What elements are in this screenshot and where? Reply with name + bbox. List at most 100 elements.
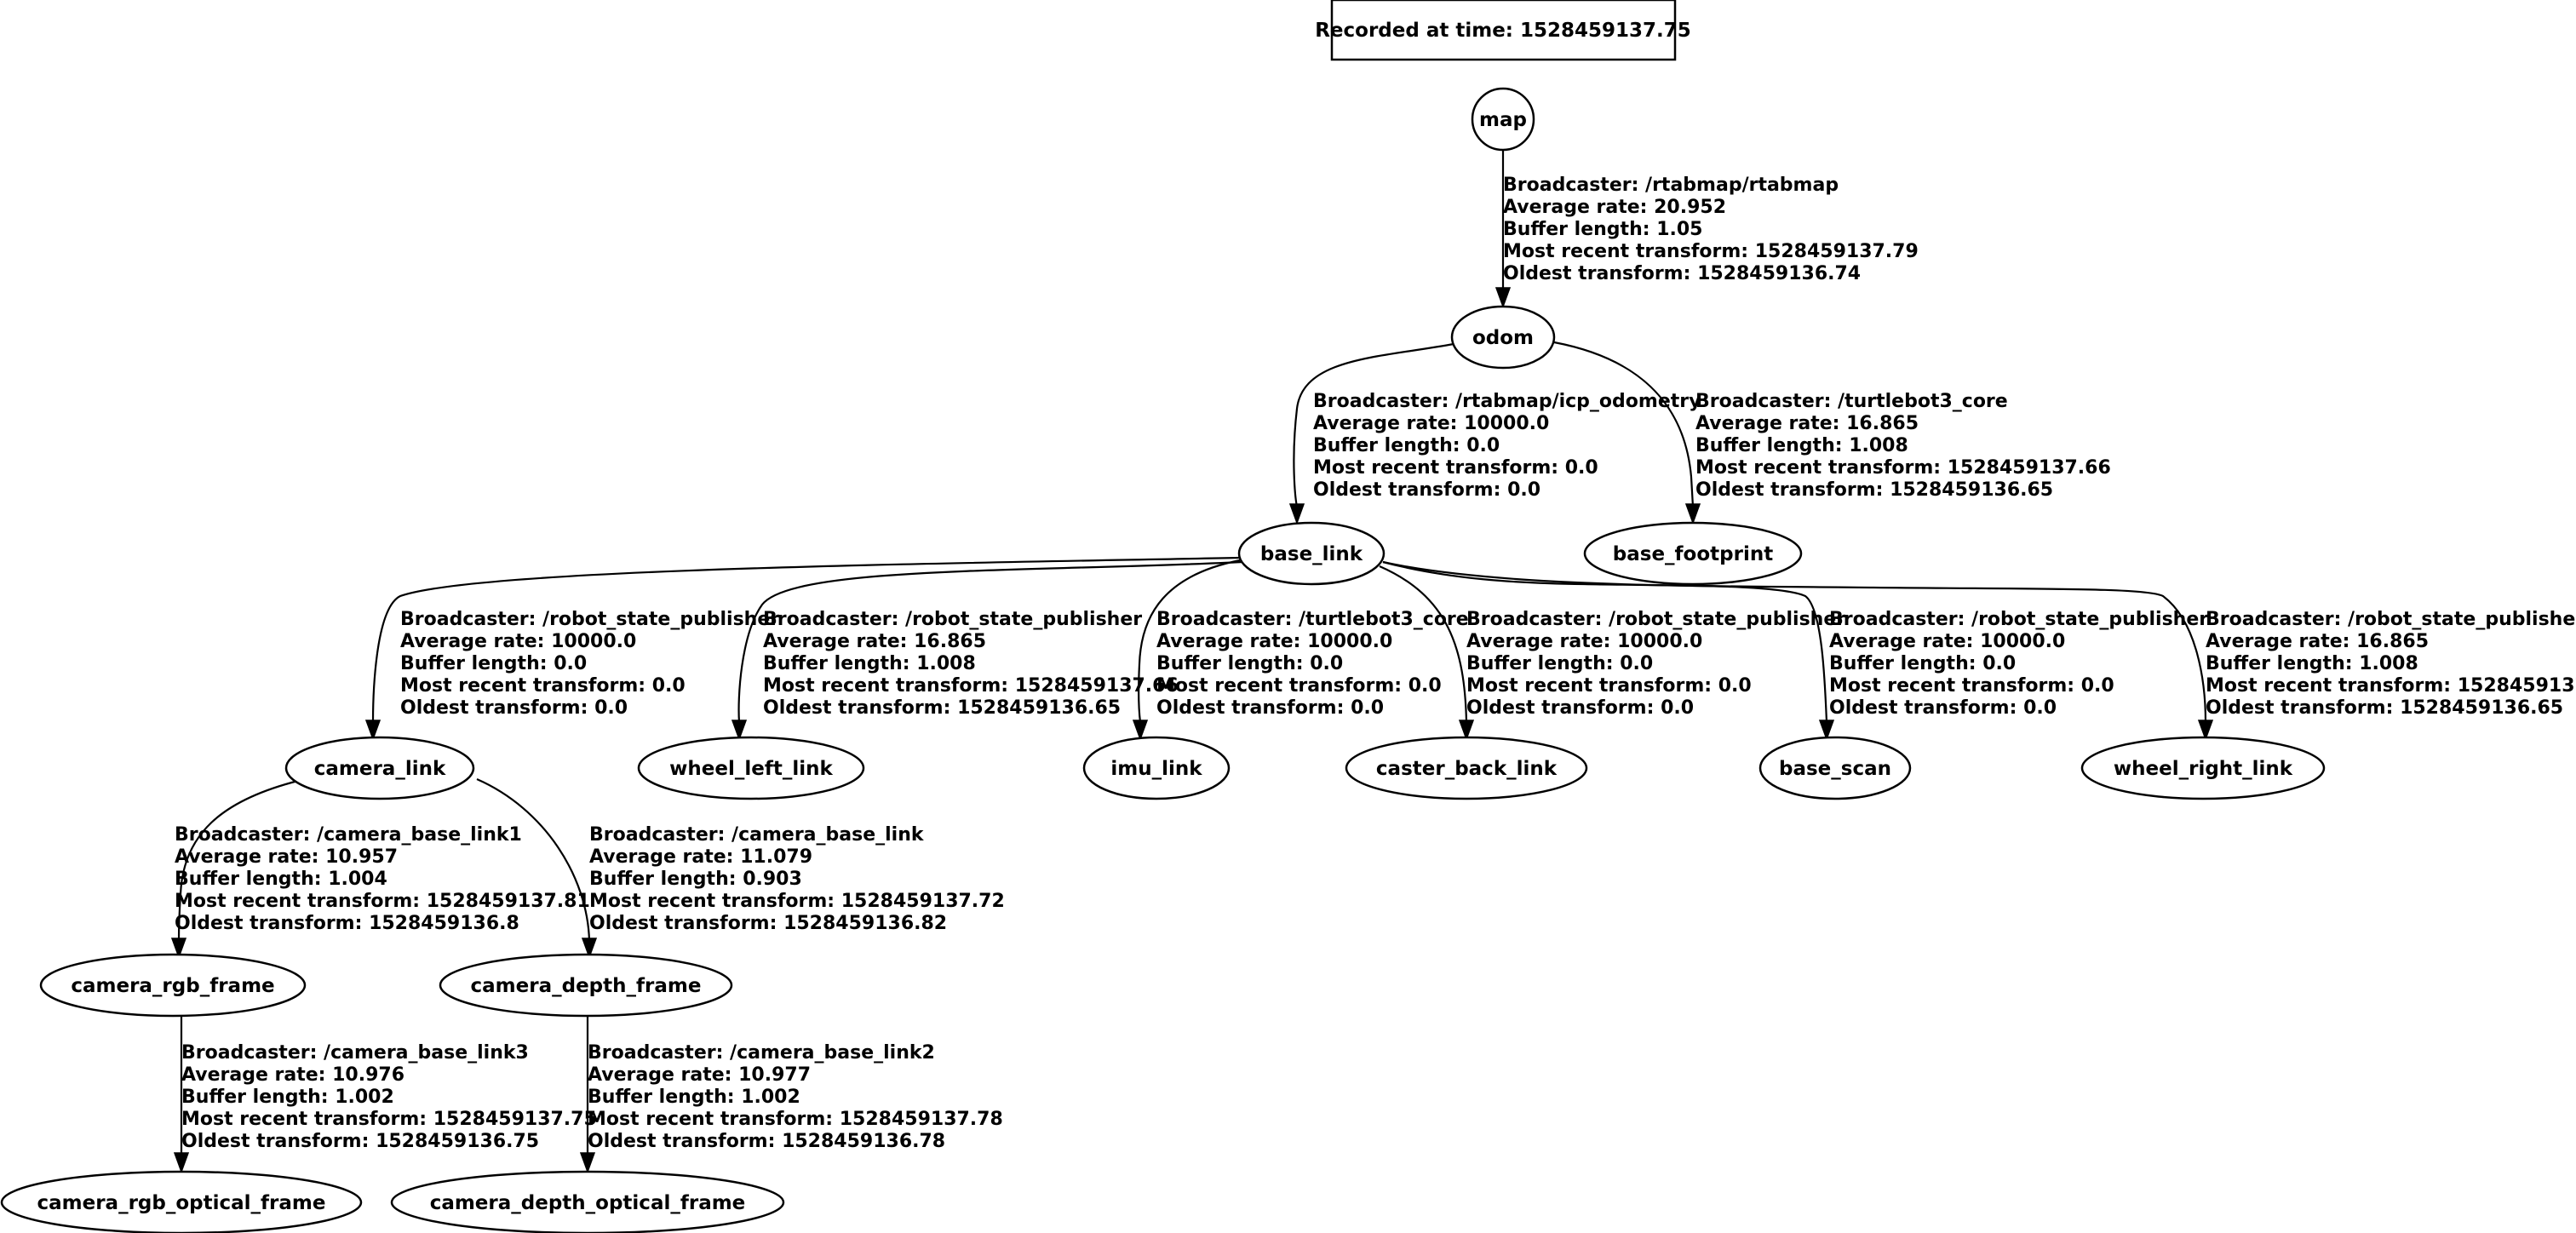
node-shape (1758, 736, 1912, 800)
edge-label-line: Buffer length: 1.008 (1695, 435, 1908, 456)
arrowhead-icon (1818, 720, 1835, 742)
node-label: wheel_left_link (669, 758, 833, 780)
edge-label-line: Broadcaster: /turtlebot3_core (1156, 609, 1469, 630)
edge-label-line: Most recent transform: 0.0 (1829, 675, 2114, 697)
edge-label-line: Average rate: 11.079 (589, 846, 812, 868)
edge-label-line: Buffer length: 1.008 (2206, 653, 2418, 674)
node-base-scan: base_scan (1758, 736, 1912, 800)
edge-label-line: Buffer length: 0.0 (1313, 435, 1500, 456)
arrowhead-icon (1495, 287, 1512, 309)
edge-label-line: Average rate: 16.865 (763, 631, 986, 652)
node-label: camera_rgb_frame (71, 975, 274, 997)
edge-base-link-to-wheel-left-link: Broadcaster: /robot_state_publisherAvera… (731, 560, 1244, 742)
node-wheel-left-link: wheel_left_link (637, 736, 865, 800)
node-base-link: base_link (1237, 521, 1386, 586)
node-shape (1345, 736, 1588, 800)
arrowhead-icon (581, 938, 598, 960)
edge-label-line: Buffer length: 1.002 (181, 1087, 394, 1108)
edge-label-line: Broadcaster: /robot_state_publisher (1829, 609, 2208, 630)
edge-label-line: Oldest transform: 0.0 (1466, 697, 1694, 719)
edge-label-line: Most recent transform: 0.0 (1466, 675, 1752, 697)
edge-base-link-to-caster-back-link: Broadcaster: /robot_state_publisherAvera… (1379, 565, 1845, 742)
edge-label-line: Broadcaster: /robot_state_publisher (2206, 609, 2576, 630)
edge-base-link-to-wheel-right-link: Broadcaster: /robot_state_publisherAvera… (1382, 560, 2576, 742)
edge-label-line: Broadcaster: /turtlebot3_core (1695, 391, 2008, 412)
edge-label-line: Oldest transform: 1528459136.65 (2206, 697, 2563, 719)
node-label: camera_rgb_optical_frame (37, 1192, 326, 1214)
edge-label-line: Most recent transform: 0.0 (400, 675, 686, 697)
edge-label-line: Most recent transform: 1528459137.81 (175, 891, 590, 912)
edge-label-line: Buffer length: 1.004 (175, 869, 387, 890)
edge-label-line: Broadcaster: /rtabmap/rtabmap (1503, 175, 1839, 196)
edge-label-line: Broadcaster: /camera_base_link3 (181, 1042, 529, 1064)
node-camera-depth-optical-frame: camera_depth_optical_frame (390, 1170, 785, 1233)
edge-label-line: Oldest transform: 1528459136.65 (763, 697, 1121, 719)
node-shape (439, 953, 733, 1018)
edge-label-line: Average rate: 20.952 (1503, 197, 1726, 218)
node-camera-rgb-frame: camera_rgb_frame (39, 953, 307, 1018)
edge-base-link-to-base-scan: Broadcaster: /robot_state_publisherAvera… (1382, 560, 2208, 742)
node-shape (284, 736, 475, 800)
edge-odom-to-base-link: Broadcaster: /rtabmap/icp_odometryAverag… (1288, 342, 1701, 525)
edge-label-line: Most recent transform: 1528459137.75 (181, 1109, 597, 1130)
edge-label-line: Buffer length: 1.008 (763, 653, 976, 674)
node-shape (637, 736, 865, 800)
edge-label-line: Most recent transform: 1528459137.66 (2206, 675, 2576, 697)
edge-label-line: Oldest transform: 1528459136.75 (181, 1131, 539, 1152)
edge-line (177, 779, 299, 942)
edge-label-line: Buffer length: 1.002 (588, 1087, 800, 1108)
edge-label-line: Buffer length: 1.05 (1503, 219, 1702, 240)
node-label: base_scan (1779, 758, 1891, 780)
edge-label-line: Most recent transform: 1528459137.66 (1695, 457, 2111, 479)
edge-label-line: Broadcaster: /camera_base_link1 (175, 824, 522, 846)
arrowhead-icon (1132, 720, 1149, 742)
node-imu-link: imu_link (1082, 736, 1231, 800)
edge-label-line: Oldest transform: 1528459136.74 (1503, 263, 1861, 284)
node-shape (1450, 305, 1556, 370)
edge-label-line: Broadcaster: /robot_state_publisher (763, 609, 1142, 630)
edge-line (1138, 559, 1241, 723)
node-caster-back-link: caster_back_link (1345, 736, 1588, 800)
edge-label-line: Buffer length: 0.0 (400, 653, 587, 674)
node-base-footprint: base_footprint (1583, 521, 1803, 586)
node-shape (0, 1170, 363, 1233)
node-label: camera_depth_frame (471, 975, 702, 997)
edge-label-line: Average rate: 10000.0 (1313, 413, 1549, 434)
node-shape (1471, 87, 1535, 152)
edge-line (1382, 560, 2207, 723)
node-camera-rgb-optical-frame: camera_rgb_optical_frame (0, 1170, 363, 1233)
edge-label-line: Average rate: 16.865 (1695, 413, 1919, 434)
edge-label-line: Oldest transform: 1528459136.8 (175, 913, 519, 934)
edge-label-line: Most recent transform: 0.0 (1156, 675, 1442, 697)
node-camera-depth-frame: camera_depth_frame (439, 953, 733, 1018)
edge-label-line: Broadcaster: /camera_base_link2 (588, 1042, 935, 1064)
edge-label-line: Buffer length: 0.903 (589, 869, 802, 890)
edge-label-line: Average rate: 10000.0 (1156, 631, 1392, 652)
edge-line (1293, 342, 1454, 508)
edge-label-line: Average rate: 10000.0 (1466, 631, 1702, 652)
arrowhead-icon (731, 720, 748, 742)
edge-label-line: Average rate: 10.976 (181, 1064, 404, 1086)
node-map: map (1471, 87, 1535, 152)
edge-label-line: Buffer length: 0.0 (1156, 653, 1343, 674)
edge-label-line: Average rate: 10000.0 (400, 631, 636, 652)
edge-label-line: Buffer length: 0.0 (1466, 653, 1653, 674)
edge-label-line: Oldest transform: 1528459136.65 (1695, 479, 2053, 501)
node-shape (39, 953, 307, 1018)
arrowhead-icon (364, 720, 382, 742)
edge-label-line: Oldest transform: 1528459136.82 (589, 913, 947, 934)
edge-line (1553, 341, 1695, 508)
node-shape (1583, 521, 1803, 586)
edge-label-line: Buffer length: 0.0 (1829, 653, 2016, 674)
edge-label-line: Broadcaster: /robot_state_publisher (1466, 609, 1845, 630)
arrowhead-icon (2197, 720, 2214, 742)
recorded-time-label: Recorded at time: 1528459137.75 (1315, 20, 1691, 42)
arrowhead-icon (173, 1152, 190, 1174)
